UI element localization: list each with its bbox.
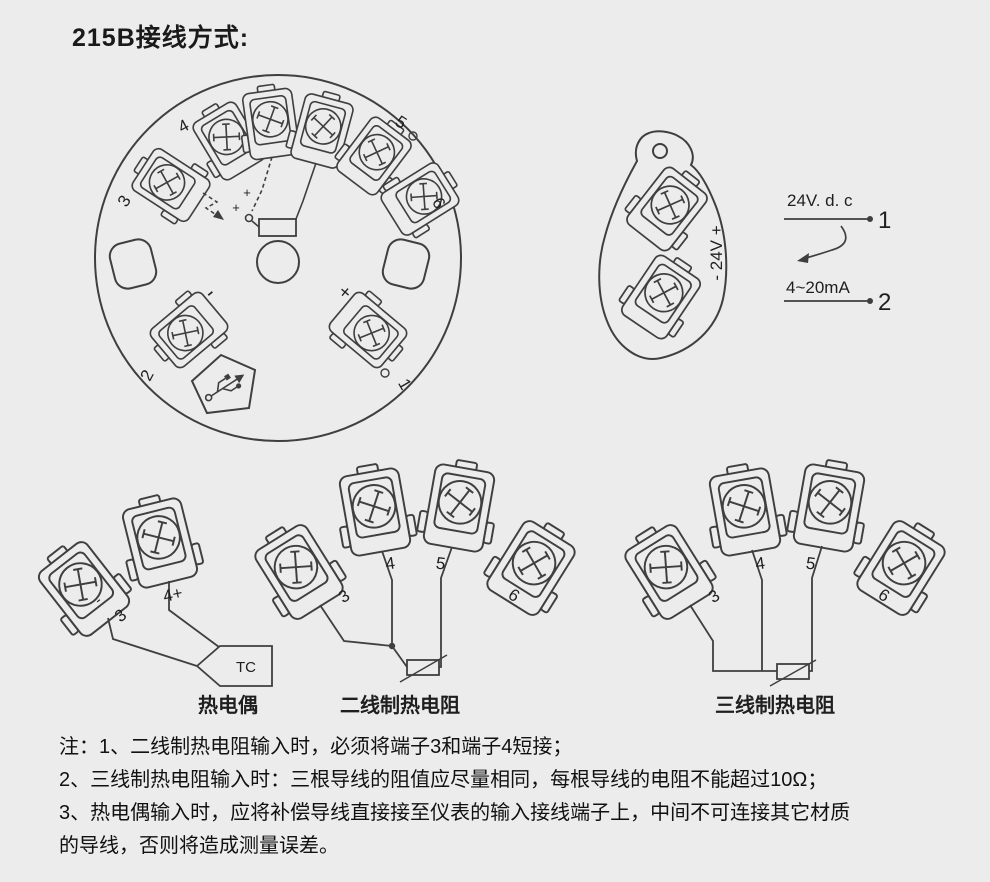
rtd2-caption: 二线制热电阻 xyxy=(340,693,460,717)
rtd2-terminal-3 xyxy=(241,511,354,627)
supply-node xyxy=(867,216,873,222)
jumper-plus-mark-2: + xyxy=(232,200,240,215)
note-line-1: 注：1、二线制热电阻输入时，必须将端子3和端子4短接； xyxy=(59,736,573,758)
rtd2-terminal-5 xyxy=(414,454,506,556)
page-title: 215B接线方式: xyxy=(72,24,250,52)
rtd2-label-4: 4 xyxy=(384,553,396,573)
center-hole xyxy=(256,240,300,284)
head-label-3: 3 xyxy=(114,192,135,210)
terminal-screw-3 xyxy=(120,136,217,230)
loop-schematic: 24V. d. c 1 4~20mA 2 xyxy=(784,191,891,316)
signal-label: 4~20mA xyxy=(786,278,850,297)
note-line-4: 的导线，否则将造成测量误差。 xyxy=(59,835,339,857)
rtd3-wire-3 xyxy=(689,604,777,672)
screw-hole-near-1 xyxy=(380,368,390,378)
tc-sensor-outline xyxy=(195,645,273,687)
terminal-screw-24v-minus xyxy=(612,242,713,347)
notes: 注：1、二线制热电阻输入时，必须将端子3和端子4短接； 2、三线制热电阻输入时：… xyxy=(59,731,959,863)
tc-label-4: 4+ xyxy=(161,583,184,606)
jumper-node-lead xyxy=(251,220,260,228)
tc-terminal-4 xyxy=(111,487,208,593)
tc-sensor-label: TC xyxy=(236,659,256,676)
rtd3-terminal-4 xyxy=(698,458,790,560)
side-view-outline xyxy=(598,130,728,360)
rtd3-wiring: 3 4 5 6 三线制热电阻 xyxy=(611,454,959,717)
rtd2-label-5: 5 xyxy=(435,553,447,573)
loop-terminal-2: 2 xyxy=(878,289,891,316)
rtd3-terminal-5 xyxy=(784,454,876,556)
jumper-node xyxy=(244,213,254,223)
side-view-24v-label: - 24V + xyxy=(707,225,726,280)
rtd2-label-3: 3 xyxy=(335,586,353,607)
screw-hole-near-5 xyxy=(408,131,418,141)
jumper-dashed-wire xyxy=(251,156,273,212)
note-line-2: 2、三线制热电阻输入时：三根导线的阻值应尽量相同，每根导线的电阻不能超过10Ω； xyxy=(59,769,828,791)
rtd3-label-4: 4 xyxy=(754,553,766,573)
head-label-2: 2 xyxy=(137,367,158,384)
mounting-hole-right xyxy=(381,238,431,290)
jumper-plus-mark-1: + xyxy=(243,185,251,200)
rtd3-terminal-3 xyxy=(611,511,724,627)
rtd2-wire-4 xyxy=(381,550,393,646)
rtd2-wire-3 xyxy=(319,604,393,647)
jumper-zigzag-arrowhead xyxy=(213,210,224,220)
rtd2-resistor-slash xyxy=(399,654,448,683)
usb-pentagon xyxy=(190,353,257,415)
rtd2-lead-left xyxy=(391,645,408,668)
transmitter-side-view: - 24V + xyxy=(598,130,728,360)
tc-terminal-3 xyxy=(24,527,140,645)
terminal-screw-minus xyxy=(138,284,236,380)
head-label-4: 4 xyxy=(175,116,192,137)
supply-label: 24V. d. c xyxy=(787,191,853,210)
head-outline xyxy=(94,74,462,442)
rtd3-label-5: 5 xyxy=(805,553,817,573)
tc-wire-4 xyxy=(168,581,220,648)
rtd3-wire-5 xyxy=(809,545,823,672)
tc-wiring: - 3 4+ TC 热电偶 xyxy=(24,487,273,717)
rtd2-wiring: 3 4 5 6 二线制热电阻 xyxy=(241,454,589,717)
terminal-screw-24v-plus xyxy=(617,154,720,259)
mounting-hole-left xyxy=(108,238,158,290)
rtd3-wire-4 xyxy=(751,549,763,671)
loop-arrowhead xyxy=(797,253,809,263)
jumper-solid-wire xyxy=(295,162,317,220)
loop-arrow-curve xyxy=(805,225,847,259)
rtd2-resistor xyxy=(406,659,440,676)
transmitter-top-view: 3 4 5 6 - + 2 1 + + xyxy=(94,74,471,442)
signal-node xyxy=(867,298,873,304)
jumper-block xyxy=(258,218,297,237)
rtd3-resistor xyxy=(776,663,810,680)
rtd3-label-3: 3 xyxy=(705,586,723,607)
rtd3-resistor-slash xyxy=(769,659,817,687)
note-line-3: 3、热电偶输入时，应将补偿导线直接接至仪表的输入接线端子上，中间不可连接其它材质 xyxy=(59,802,851,824)
rtd2-terminal-4 xyxy=(328,458,420,560)
tc-wire-3 xyxy=(107,617,198,667)
tc-label-3: 3 xyxy=(111,605,130,626)
jumper-zigzag xyxy=(202,192,222,219)
rtd3-caption: 三线制热电阻 xyxy=(715,693,835,717)
tc-caption: 热电偶 xyxy=(198,693,258,717)
usb-icon xyxy=(204,373,245,402)
loop-terminal-1: 1 xyxy=(878,207,891,234)
side-view-hook-hole xyxy=(652,143,668,159)
rtd2-wire-5 xyxy=(439,546,453,668)
